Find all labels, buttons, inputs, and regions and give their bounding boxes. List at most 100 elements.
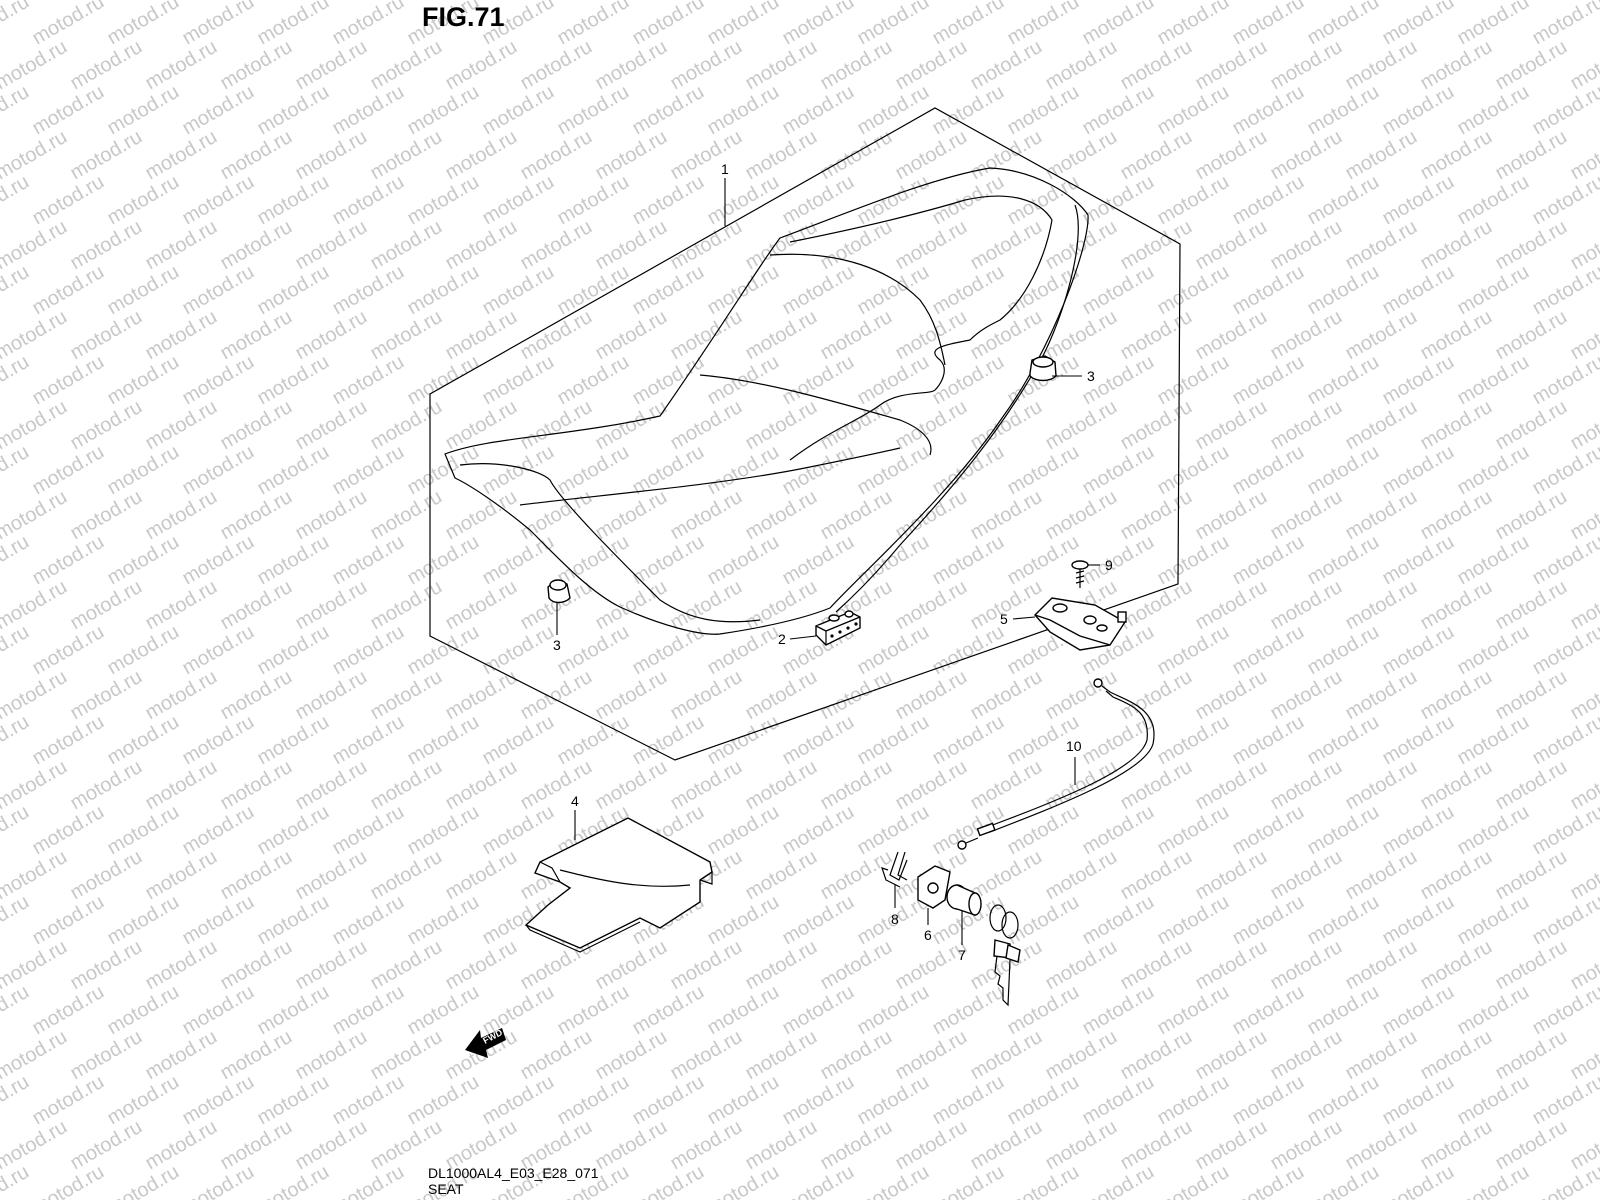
watermark-text: motod.ru	[1492, 666, 1571, 725]
watermark-text: motod.ru	[967, 216, 1046, 275]
watermark-text: motod.ru	[479, 441, 558, 500]
watermark-text: motod.ru	[329, 171, 408, 230]
watermark-text: motod.ru	[892, 216, 971, 275]
figure-title: FIG.71	[422, 2, 505, 32]
watermark-text: motod.ru	[1004, 0, 1083, 49]
watermark-text: motod.ru	[742, 216, 821, 275]
watermark-text: motod.ru	[592, 486, 671, 545]
watermark-text: motod.ru	[29, 801, 108, 860]
watermark-text: motod.ru	[1379, 711, 1458, 770]
watermark-text: motod.ru	[1304, 891, 1383, 950]
watermark-text: motod.ru	[329, 441, 408, 500]
watermark-text: motod.ru	[179, 1161, 258, 1200]
watermark-text: motod.ru	[1229, 531, 1308, 590]
watermark-text: motod.ru	[1117, 1116, 1196, 1175]
release-cable	[957, 678, 1155, 850]
watermark-text: motod.ru	[1079, 171, 1158, 230]
watermark-text: motod.ru	[667, 36, 746, 95]
watermark-text: motod.ru	[1379, 1071, 1458, 1130]
watermark-text: motod.ru	[1004, 801, 1083, 860]
watermark-text: motod.ru	[592, 396, 671, 455]
watermark-text: motod.ru	[592, 756, 671, 815]
watermark-text: motod.ru	[1042, 1026, 1121, 1085]
watermark-text: motod.ru	[704, 261, 783, 320]
watermark-text: motod.ru	[929, 981, 1008, 1040]
watermark-text: motod.ru	[179, 441, 258, 500]
watermark-text: motod.ru	[554, 711, 633, 770]
watermark-text: motod.ru	[367, 36, 446, 95]
watermark-text: motod.ru	[179, 261, 258, 320]
watermark-text: motod.ru	[292, 756, 371, 815]
watermark-text: motod.ru	[1342, 126, 1421, 185]
watermark-text: motod.ru	[142, 306, 221, 365]
watermark-text: motod.ru	[1004, 981, 1083, 1040]
watermark-text: motod.ru	[1379, 891, 1458, 950]
watermark-text: motod.ru	[779, 531, 858, 590]
watermark-text: motod.ru	[404, 891, 483, 950]
watermark-text: motod.ru	[1342, 396, 1421, 455]
watermark-text: motod.ru	[1529, 801, 1600, 860]
watermark-text: motod.ru	[442, 36, 521, 95]
watermark-text: motod.ru	[1342, 36, 1421, 95]
watermark-text: motod.ru	[254, 801, 333, 860]
watermark-text: motod.ru	[592, 666, 671, 725]
watermark-text: motod.ru	[0, 0, 33, 49]
watermark-text: motod.ru	[329, 261, 408, 320]
watermark-text: motod.ru	[742, 1116, 821, 1175]
watermark-text: motod.ru	[1117, 486, 1196, 545]
watermark-text: motod.ru	[1267, 306, 1346, 365]
watermark-text: motod.ru	[1229, 351, 1308, 410]
watermark-text: motod.ru	[442, 396, 521, 455]
watermark-text: motod.ru	[254, 81, 333, 140]
watermark-text: motod.ru	[1417, 36, 1496, 95]
watermark-text: motod.ru	[104, 261, 183, 320]
watermark-text: motod.ru	[292, 666, 371, 725]
damper-left	[547, 579, 571, 604]
figure-code: DL1000AL4_E03_E28_071	[428, 1165, 599, 1181]
watermark-text: motod.ru	[854, 81, 933, 140]
watermark-text: motod.ru	[1379, 801, 1458, 860]
watermark-text: motod.ru	[1192, 1026, 1271, 1085]
watermark-text: motod.ru	[667, 666, 746, 725]
retaining-clip	[881, 851, 908, 888]
watermark-text: motod.ru	[1192, 306, 1271, 365]
watermark-text: motod.ru	[292, 486, 371, 545]
watermark-text: motod.ru	[1154, 801, 1233, 860]
watermark-text: motod.ru	[404, 81, 483, 140]
watermark-text: motod.ru	[1192, 756, 1271, 815]
watermark-text: motod.ru	[1454, 531, 1533, 590]
watermark-text: motod.ru	[967, 1026, 1046, 1085]
watermark-text: motod.ru	[0, 621, 33, 680]
watermark-text: motod.ru	[742, 936, 821, 995]
watermark-text: motod.ru	[667, 1116, 746, 1175]
watermark-text: motod.ru	[1154, 441, 1233, 500]
watermark-text: motod.ru	[67, 846, 146, 905]
watermark-text: motod.ru	[1079, 981, 1158, 1040]
watermark-text: motod.ru	[667, 486, 746, 545]
watermark-text: motod.ru	[404, 981, 483, 1040]
watermark-text: motod.ru	[554, 441, 633, 500]
watermark-text: motod.ru	[1042, 1116, 1121, 1175]
watermark-text: motod.ru	[629, 1071, 708, 1130]
watermark-text: motod.ru	[254, 621, 333, 680]
watermark-text: motod.ru	[779, 981, 858, 1040]
watermark-text: motod.ru	[29, 81, 108, 140]
watermark-text: motod.ru	[1454, 711, 1533, 770]
watermark-text: motod.ru	[479, 981, 558, 1040]
watermark-text: motod.ru	[254, 981, 333, 1040]
watermark-text: motod.ru	[67, 126, 146, 185]
watermark-text: motod.ru	[667, 396, 746, 455]
watermark-text: motod.ru	[104, 801, 183, 860]
watermark-text: motod.ru	[1042, 846, 1121, 905]
watermark-text: motod.ru	[1417, 396, 1496, 455]
watermark-text: motod.ru	[29, 621, 108, 680]
watermark-text: motod.ru	[892, 666, 971, 725]
watermark-text: motod.ru	[1192, 846, 1271, 905]
watermark-text: motod.ru	[892, 1116, 971, 1175]
watermark-text: motod.ru	[1117, 126, 1196, 185]
watermark-text: motod.ru	[517, 36, 596, 95]
watermark-text: motod.ru	[967, 1116, 1046, 1175]
watermark-text: motod.ru	[0, 846, 71, 905]
watermark-text: motod.ru	[892, 486, 971, 545]
